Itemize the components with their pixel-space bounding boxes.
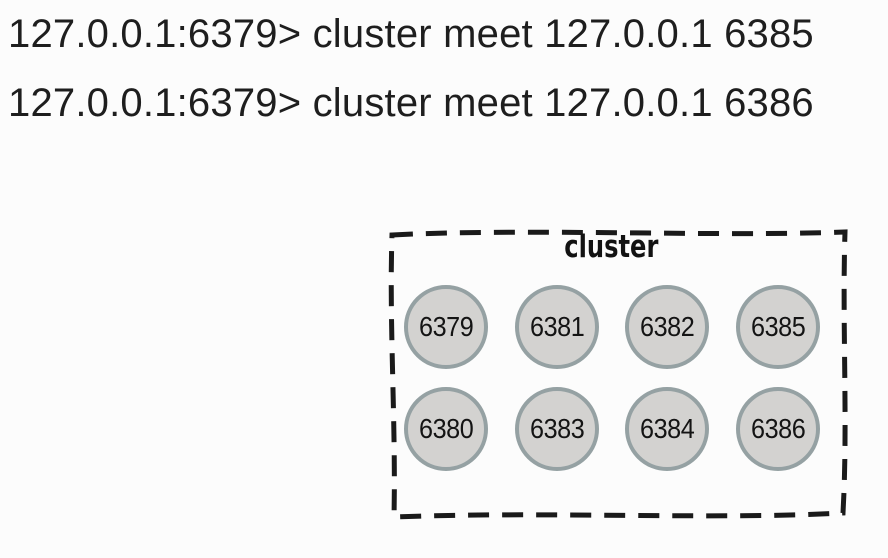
node-port-label: 6383 xyxy=(529,413,585,444)
cluster-row-top: 6379 6381 6382 6385 xyxy=(384,285,854,369)
cluster-node-6384: 6384 xyxy=(625,387,710,471)
cluster-label: cluster xyxy=(563,229,659,265)
terminal-line-1: 127.0.0.1:6379> cluster meet 127.0.0.1 6… xyxy=(8,12,814,56)
cluster-dashed-border xyxy=(388,229,848,520)
node-port-label: 6379 xyxy=(418,311,474,342)
node-port-label: 6381 xyxy=(529,311,585,342)
cluster-node-6379: 6379 xyxy=(404,285,488,369)
node-port-label: 6385 xyxy=(750,311,806,342)
node-port-label: 6382 xyxy=(640,311,695,342)
cluster-node-6382: 6382 xyxy=(625,285,710,369)
node-port-label: 6380 xyxy=(418,413,474,444)
cluster-box: cluster 6379 6381 6382 6385 6380 6383 xyxy=(384,223,854,525)
cluster-node-6386: 6386 xyxy=(735,387,820,471)
node-port-label: 6384 xyxy=(640,413,695,444)
cluster-node-6380: 6380 xyxy=(404,387,488,471)
cluster-node-6381: 6381 xyxy=(514,285,599,369)
cluster-node-6383: 6383 xyxy=(514,387,599,471)
terminal-line-2: 127.0.0.1:6379> cluster meet 127.0.0.1 6… xyxy=(8,81,814,125)
node-port-label: 6386 xyxy=(750,413,806,444)
cluster-node-6385: 6385 xyxy=(735,285,820,369)
cluster-row-bottom: 6380 6383 6384 6386 xyxy=(384,387,854,471)
